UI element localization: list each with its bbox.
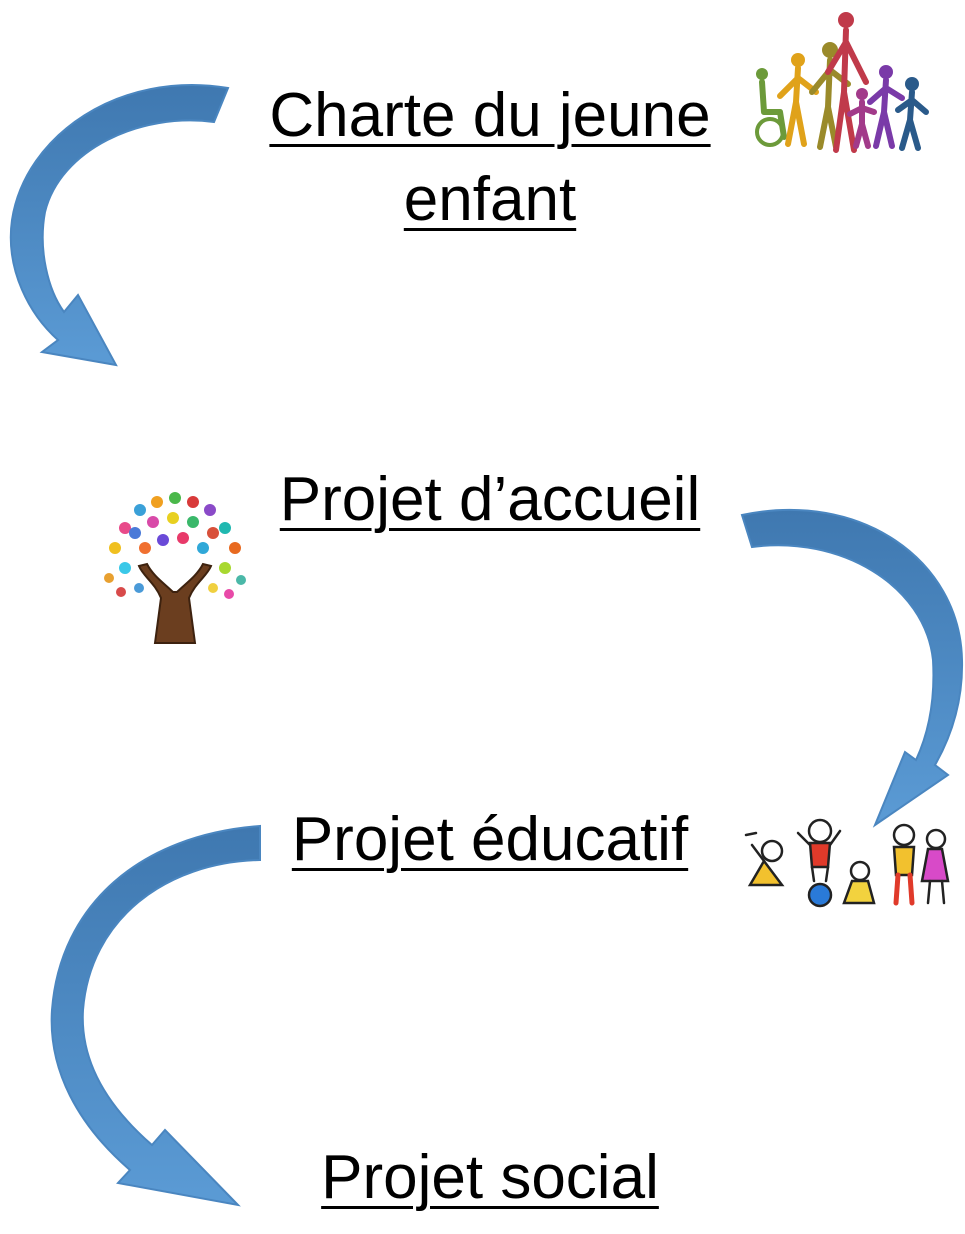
- hands-tree-icon: [104, 492, 246, 644]
- step-charte-du-jeune-enfant: Charte du jeune enfant: [250, 74, 730, 242]
- step-title-line: Projet d’accueil: [279, 465, 701, 534]
- arrow-charte-to-accueil: [9, 83, 230, 367]
- children-playing-icon: [744, 818, 950, 908]
- step-title-line: enfant: [403, 165, 577, 234]
- arrow-educatif-to-social: [50, 824, 261, 1207]
- step-projet-accueil: Projet d’accueil: [250, 458, 730, 542]
- step-title-line: Projet social: [321, 1143, 659, 1212]
- step-title-line: Projet éducatif: [291, 805, 689, 874]
- arrow-accueil-to-educatif: [740, 509, 964, 828]
- step-title-line: Charte du jeune: [269, 81, 711, 150]
- step-projet-educatif: Projet éducatif: [250, 798, 730, 882]
- family-figures-icon: [755, 12, 929, 153]
- step-projet-social: Projet social: [250, 1136, 730, 1220]
